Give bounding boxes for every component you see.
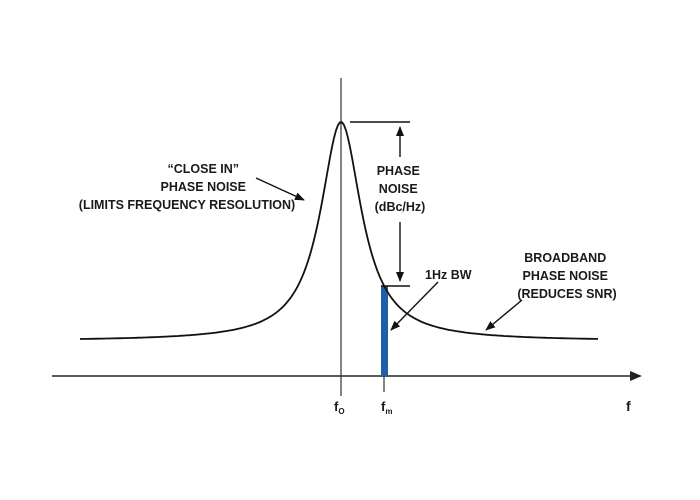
close-in-line-2: PHASE NOISE (161, 180, 246, 194)
broadband-line-1: BROADBAND (524, 251, 606, 265)
offset-frequency-subscript: m (385, 407, 392, 416)
phase-noise-line-2: NOISE (379, 182, 418, 196)
close-in-label: “CLOSE IN” PHASE NOISE (LIMITS FREQUENCY… (79, 162, 295, 212)
broadband-pointer-arrow (485, 299, 523, 331)
frequency-axis-arrow (630, 371, 642, 381)
carrier-frequency-main: f (334, 399, 339, 414)
phase-noise-label: PHASE NOISE (dBc/Hz) (375, 164, 426, 214)
bandwidth-pointer-arrow (390, 281, 439, 331)
phase-noise-line-1: PHASE (377, 164, 420, 178)
bandwidth-label: 1Hz BW (425, 268, 472, 282)
carrier-frequency-label: fO (334, 399, 345, 416)
close-in-line-1: “CLOSE IN” (167, 162, 239, 176)
close-in-line-3: (LIMITS FREQUENCY RESOLUTION) (79, 198, 295, 212)
broadband-line-2: PHASE NOISE (523, 269, 608, 283)
broadband-label: BROADBAND PHASE NOISE (REDUCES SNR) (517, 251, 616, 301)
broadband-line-3: (REDUCES SNR) (517, 287, 616, 301)
offset-frequency-label: fm (381, 399, 392, 416)
offset-frequency-main: f (381, 399, 386, 414)
bandwidth-bar (381, 286, 388, 376)
close-in-pointer-arrow (255, 177, 305, 201)
carrier-frequency-subscript: O (338, 407, 344, 416)
phase-noise-curve (80, 121, 598, 340)
frequency-axis-label: f (626, 398, 631, 414)
phase-noise-line-3: (dBc/Hz) (375, 200, 426, 214)
